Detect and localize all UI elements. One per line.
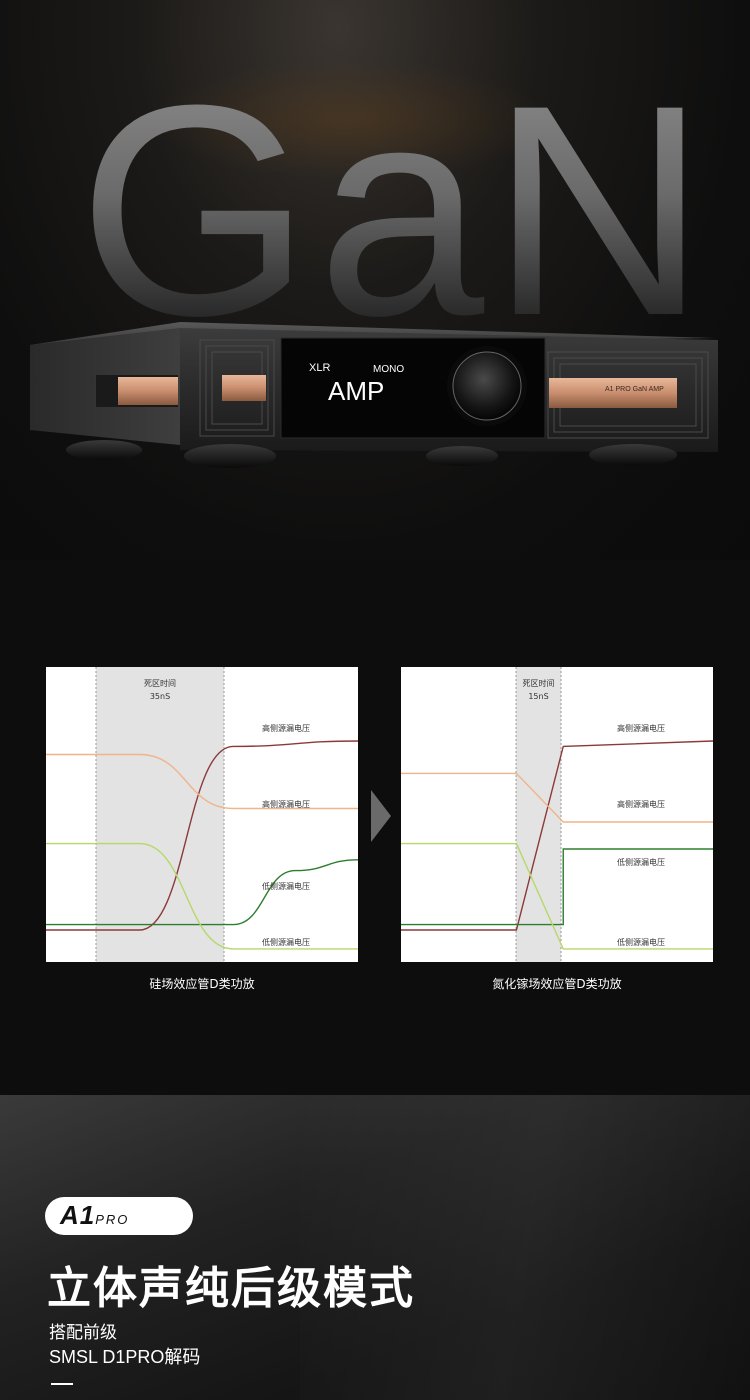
series-label-2: 低侧源漏电压 bbox=[617, 857, 665, 867]
screen-amp-label: AMP bbox=[328, 376, 385, 406]
series-label-0: 高侧源漏电压 bbox=[617, 723, 665, 733]
series-line-3 bbox=[401, 842, 713, 950]
chart-silicon: 死区时间 35nS 高侧源漏电压高侧源漏电压低侧源漏电压低侧源漏电压 bbox=[46, 667, 358, 962]
series-label-3: 低侧源漏电压 bbox=[617, 937, 665, 947]
deadtime-label: 死区时间 bbox=[523, 678, 555, 688]
series-line-1 bbox=[46, 753, 358, 810]
chart-silicon-caption: 硅场效应管D类功放 bbox=[149, 977, 255, 991]
deadtime-band bbox=[96, 667, 224, 962]
deadtime-band bbox=[516, 667, 561, 962]
feature-line2: SMSL D1PRO解码 bbox=[49, 1347, 201, 1367]
badge-pro: PRO bbox=[95, 1212, 130, 1227]
feature-heading: 立体声纯后级模式 bbox=[47, 1263, 415, 1314]
series-label-0: 高侧源漏电压 bbox=[262, 723, 310, 733]
series-line-0 bbox=[401, 740, 713, 931]
feature-section bbox=[0, 1095, 750, 1400]
hero-section: GaN bbox=[0, 0, 750, 560]
feature-sheen bbox=[300, 1095, 750, 1400]
amplifier-device-image: XLR MONO AMP A1 PRO GaN AMP bbox=[0, 0, 750, 560]
series-label-2: 低侧源漏电压 bbox=[262, 881, 310, 891]
chart-gan-caption: 氮化镓场效应管D类功放 bbox=[492, 977, 622, 991]
screen-xlr-label: XLR bbox=[309, 362, 331, 374]
hero-title: GaN bbox=[78, 42, 713, 378]
series-line-1 bbox=[401, 772, 713, 823]
feature-line1: 搭配前级 bbox=[49, 1323, 117, 1343]
model-badge-text: A1PRO bbox=[60, 1200, 129, 1231]
device-plate-text: A1 PRO GaN AMP bbox=[605, 386, 664, 393]
series-line-2 bbox=[46, 859, 358, 926]
chart-gan: 死区时间 15nS 高侧源漏电压高侧源漏电压低侧源漏电压低侧源漏电压 bbox=[401, 667, 713, 962]
badge-a1: A1 bbox=[60, 1200, 96, 1230]
series-line-3 bbox=[46, 842, 358, 950]
series-line-2 bbox=[401, 848, 713, 926]
chevron-right-icon bbox=[371, 790, 391, 842]
deadtime-value: 15nS bbox=[528, 692, 548, 701]
screen-mono-label: MONO bbox=[373, 364, 405, 375]
deadtime-value: 35nS bbox=[150, 692, 170, 701]
deadtime-label: 死区时间 bbox=[144, 678, 176, 688]
series-line-0 bbox=[46, 740, 358, 931]
model-badge bbox=[45, 1197, 193, 1235]
series-label-3: 低侧源漏电压 bbox=[262, 937, 310, 947]
series-label-1: 高侧源漏电压 bbox=[262, 799, 310, 809]
series-label-1: 高侧源漏电压 bbox=[617, 799, 665, 809]
divider bbox=[51, 1383, 73, 1385]
hero-glow bbox=[150, 60, 550, 180]
